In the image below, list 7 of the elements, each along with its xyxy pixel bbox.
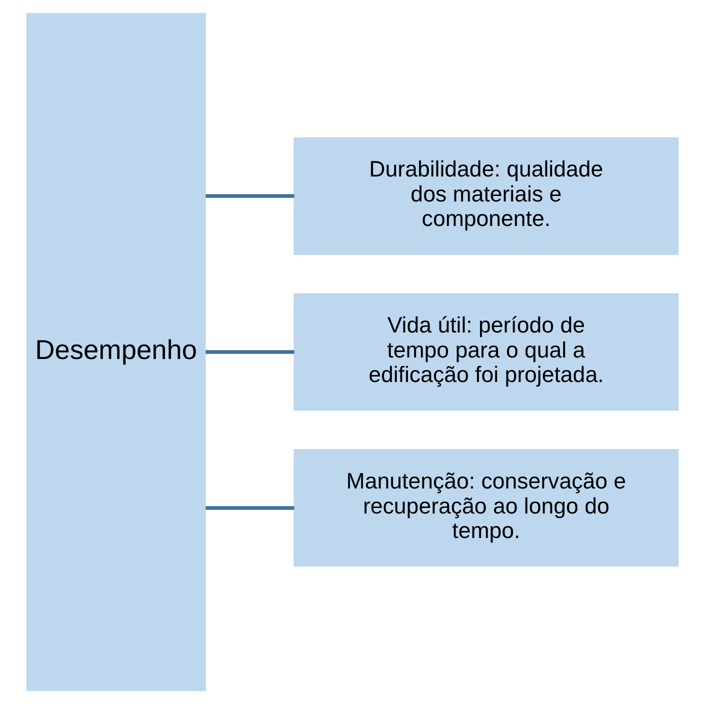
connector xyxy=(206,350,294,354)
node-box: Desempenho xyxy=(26,12,206,692)
node-box: Durabilidade: qualidade dos materiais e componente. xyxy=(294,137,679,255)
node-box: Manutenção: conservação e recuperação ao longo do tempo. xyxy=(294,449,679,567)
connector xyxy=(206,194,294,198)
connector xyxy=(206,506,294,510)
node-box: Vida útil: período de tempo para o qual a edificação foi projetada. xyxy=(294,293,679,411)
